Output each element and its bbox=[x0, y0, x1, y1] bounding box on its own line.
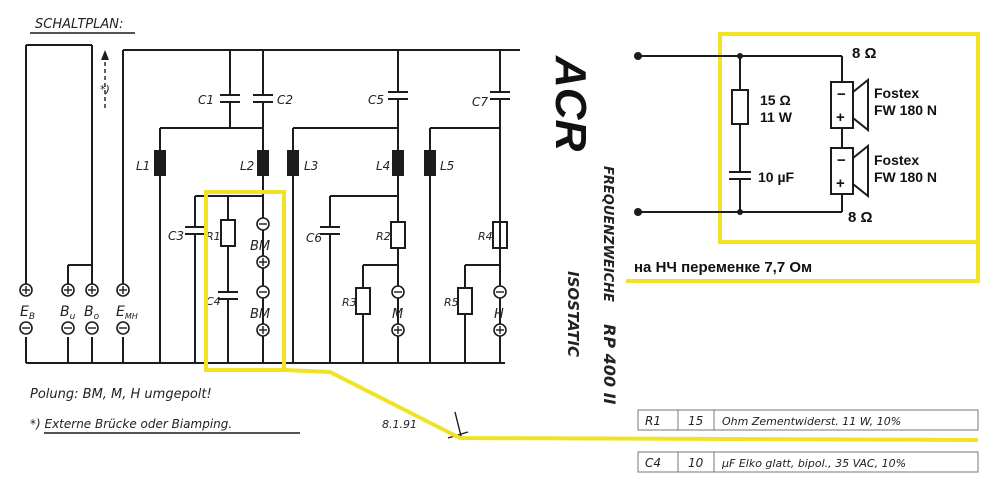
highlight-box-inset bbox=[718, 32, 980, 244]
bm-terminals bbox=[256, 196, 270, 363]
schematic-title: SCHALTPLAN: bbox=[35, 17, 123, 32]
label-r2: R2 bbox=[376, 230, 391, 243]
top-bus bbox=[122, 49, 520, 290]
speaker-cone-icon bbox=[852, 77, 869, 133]
table-value-r1: 15 bbox=[688, 414, 703, 428]
speaker-2-minus: − bbox=[837, 152, 846, 169]
speaker-1 bbox=[830, 77, 869, 133]
highlight-box-left bbox=[204, 190, 286, 372]
inductor-l4 bbox=[330, 150, 404, 197]
terminal-bu: Bu bbox=[60, 304, 76, 322]
label-r5: R5 bbox=[444, 296, 459, 309]
date-mark: 8.1.91 bbox=[382, 418, 417, 431]
table-row-1 bbox=[637, 409, 979, 431]
inductor-l3 bbox=[287, 127, 398, 363]
label-c6: C6 bbox=[306, 231, 322, 245]
inset-input-top bbox=[634, 52, 642, 60]
inset-resistor bbox=[731, 89, 749, 125]
terminal-m: M bbox=[392, 307, 403, 322]
inductor-l1 bbox=[154, 128, 166, 363]
terminal-bm-1: BM bbox=[250, 239, 270, 254]
label-c3: C3 bbox=[168, 229, 184, 243]
label-r4: R4 bbox=[478, 230, 493, 243]
terminal-bm-2: BM bbox=[250, 307, 270, 322]
bridge-loop bbox=[25, 44, 109, 290]
brand-series: ISOSTATIC bbox=[564, 271, 582, 357]
label-c1: C1 bbox=[198, 93, 214, 107]
brand-model: RP 400 II bbox=[600, 324, 619, 405]
annotation-text: на НЧ переменке 7,7 Ом bbox=[634, 259, 812, 276]
inset-bottom-impedance: 8 Ω bbox=[848, 209, 873, 226]
label-r3: R3 bbox=[342, 296, 357, 309]
speaker-2-plus: + bbox=[836, 175, 845, 192]
inset-top-impedance: 8 Ω bbox=[852, 45, 877, 62]
input-terminals bbox=[19, 264, 130, 363]
table-desc-c4: µF Elko glatt, bipol., 35 VAC, 10% bbox=[721, 457, 906, 470]
r1-c4-branch bbox=[218, 196, 238, 363]
parts-table bbox=[637, 409, 979, 473]
speaker-1-plus: + bbox=[836, 109, 845, 126]
r2-r3-m-branch bbox=[355, 196, 406, 363]
c1-c2-branch bbox=[160, 50, 273, 129]
label-c5: C5 bbox=[368, 93, 384, 107]
inductor-l5 bbox=[424, 128, 436, 363]
terminal-emh: EMH bbox=[116, 304, 138, 321]
label-c2: C2 bbox=[277, 93, 293, 107]
cap-c5 bbox=[388, 50, 408, 150]
speaker-2 bbox=[830, 143, 869, 199]
label-c7: C7 bbox=[472, 95, 488, 109]
terminal-eb: EB bbox=[20, 304, 35, 322]
highlight-annotation-line bbox=[626, 242, 980, 283]
cap-c3 bbox=[185, 196, 205, 363]
cap-c6 bbox=[320, 196, 340, 363]
label-l4: L4 bbox=[376, 159, 390, 173]
terminal-h: H bbox=[494, 307, 504, 322]
label-l2: L2 bbox=[240, 159, 254, 173]
label-l3: L3 bbox=[304, 159, 318, 173]
inset-resistor-power: 11 W bbox=[760, 109, 793, 125]
bridge-mark: *) bbox=[100, 83, 110, 96]
speaker-2-brand: Fostex bbox=[874, 152, 919, 168]
brand-subtitle: FREQUENZWEICHE bbox=[600, 166, 615, 302]
brand-block: ACR FREQUENZWEICHE RP 400 II ISOSTATIC bbox=[546, 55, 619, 405]
highlight-leader-line bbox=[283, 368, 979, 442]
speaker-1-model: FW 180 N bbox=[874, 102, 937, 118]
label-c4: C4 bbox=[206, 295, 221, 308]
table-desc-r1: Ohm Zementwiderst. 11 W, 10% bbox=[722, 415, 901, 428]
brand-logo: ACR bbox=[546, 55, 595, 152]
table-ref-r1: R1 bbox=[645, 414, 661, 428]
note-bruecke: *) Externe Brücke oder Biamping. bbox=[30, 417, 232, 431]
inset-input-bottom bbox=[634, 208, 642, 216]
label-l1: L1 bbox=[136, 159, 150, 173]
label-r1: R1 bbox=[206, 230, 221, 243]
terminal-bo: Bo bbox=[84, 304, 100, 322]
speaker-1-minus: − bbox=[837, 86, 846, 103]
inset-schematic bbox=[634, 52, 869, 216]
table-ref-c4: C4 bbox=[645, 456, 661, 470]
table-row-2 bbox=[637, 451, 979, 473]
table-value-c4: 10 bbox=[688, 456, 704, 470]
speaker-cone-icon bbox=[852, 143, 869, 199]
inset-cap-value: 10 µF bbox=[758, 169, 795, 185]
inductor-l2 bbox=[195, 128, 269, 197]
inset-resistor-value: 15 Ω bbox=[760, 92, 791, 108]
note-polung: Polung: BM, M, H umgepolt! bbox=[30, 387, 212, 402]
speaker-2-model: FW 180 N bbox=[874, 169, 937, 185]
speaker-1-brand: Fostex bbox=[874, 85, 919, 101]
r4-r5-h-branch bbox=[457, 221, 508, 363]
label-l5: L5 bbox=[440, 159, 454, 173]
